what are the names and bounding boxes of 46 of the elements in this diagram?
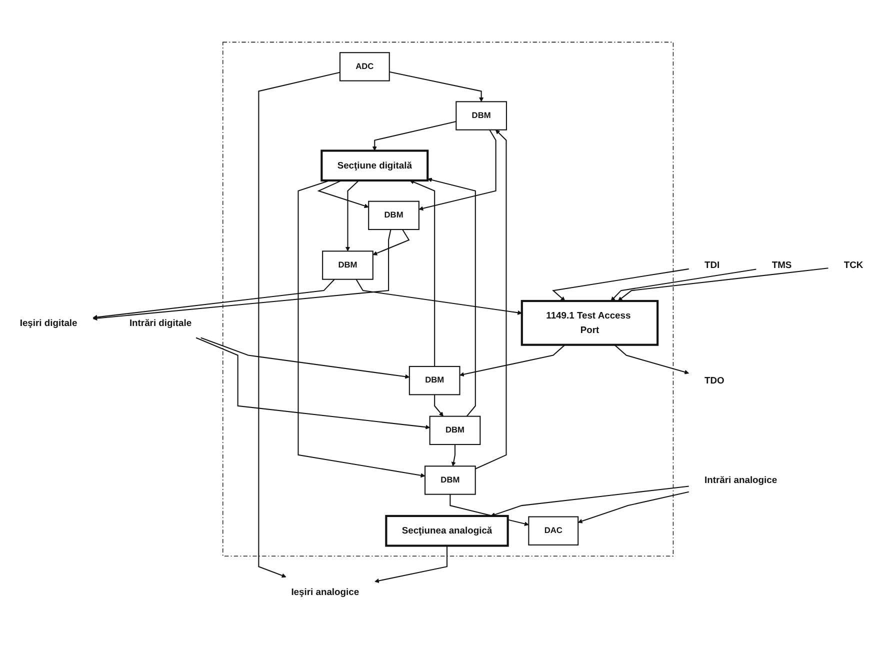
node-text: Intrări analogice xyxy=(704,474,778,486)
node-box: 1149.1 Test Access Port xyxy=(520,300,659,346)
node-text: Ieşiri analogice xyxy=(291,586,360,597)
node-text: TCK xyxy=(844,260,864,270)
node-box: DBM xyxy=(408,366,460,396)
node-box: Secţiune digitală xyxy=(320,150,429,182)
node-box: ADC xyxy=(339,52,390,82)
node-box: Secţiunea analogică xyxy=(385,514,509,547)
arrow xyxy=(552,268,689,302)
arrow xyxy=(372,229,410,256)
arrow xyxy=(618,268,828,302)
arrow xyxy=(92,229,392,321)
node-text: Intrări digitale xyxy=(129,317,192,328)
arrow xyxy=(389,71,484,102)
arrow xyxy=(427,178,476,417)
arrow xyxy=(92,279,335,320)
arrow xyxy=(374,546,448,584)
arrow xyxy=(317,180,369,208)
arrow xyxy=(372,121,456,151)
node-text: TDI xyxy=(704,260,720,270)
node-box: DBM xyxy=(429,416,481,446)
arrow xyxy=(475,130,507,470)
node-text: Ieşiri digitale xyxy=(20,317,78,328)
node-box: DBM xyxy=(424,466,476,495)
cluster xyxy=(222,42,674,557)
arrow xyxy=(356,279,522,315)
node-box: DBM xyxy=(456,101,507,130)
node-text: TDO xyxy=(704,375,724,386)
arrow xyxy=(196,337,430,430)
arrow xyxy=(610,268,756,302)
arrow xyxy=(418,130,496,211)
arrow xyxy=(345,180,360,252)
arrow xyxy=(578,491,689,524)
arrow xyxy=(451,444,456,466)
node-box: DAC xyxy=(528,516,579,546)
arrow xyxy=(258,72,340,578)
node-text: TMS xyxy=(772,260,792,270)
node-box: DBM xyxy=(368,200,420,230)
arrow xyxy=(410,180,436,366)
arrow xyxy=(614,344,690,374)
arrow xyxy=(298,180,426,478)
arrow xyxy=(490,486,689,517)
arrow xyxy=(460,344,566,377)
arrow xyxy=(434,394,444,417)
arrow xyxy=(200,337,410,379)
node-box: DBM xyxy=(322,250,374,280)
